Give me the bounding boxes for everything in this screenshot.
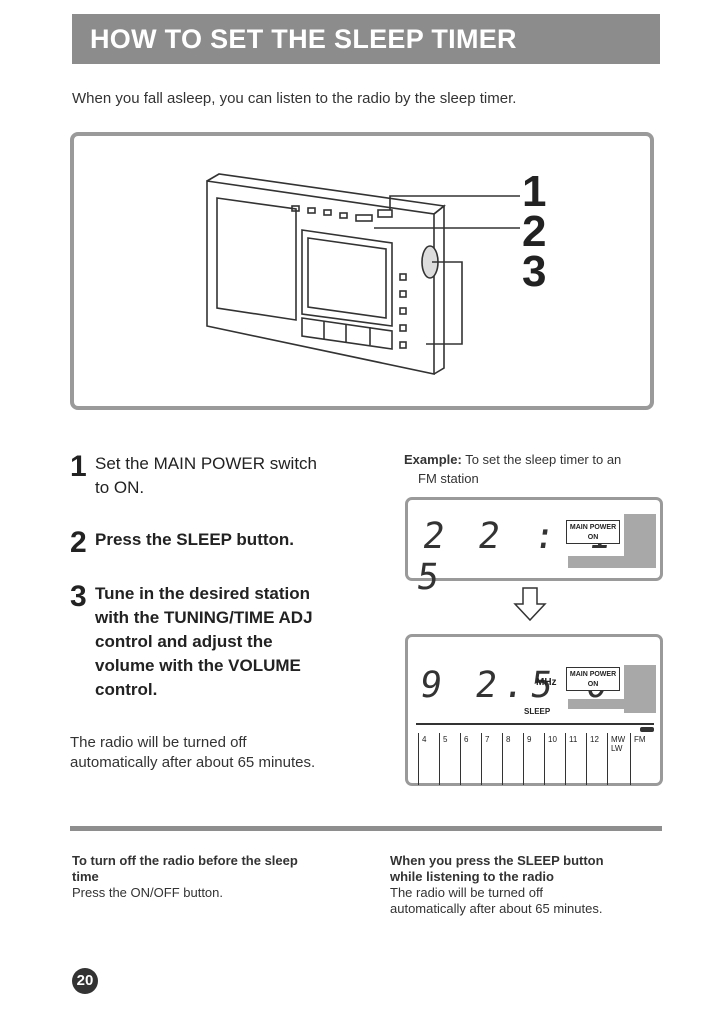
display-shade	[568, 699, 656, 709]
display-sleep-time: 2 2 : 1 5 MAIN POWER ON	[405, 497, 663, 598]
display-separator	[416, 723, 654, 725]
page-title: HOW TO SET THE SLEEP TIMER	[90, 24, 517, 54]
scale-mark: 11	[565, 733, 586, 785]
step-text: Press the SLEEP button.	[95, 530, 295, 549]
radio-drawing	[206, 173, 520, 375]
scale-mark: 9	[523, 733, 544, 785]
scale-mark: 6	[460, 733, 481, 785]
scale-mark: 8	[502, 733, 523, 785]
display-shade	[568, 556, 656, 568]
example-text: Example: To set the sleep timer to an FM…	[404, 452, 622, 486]
display-sleep-frequency: 9 2.5 0 MHz MAIN POWER ON SLEEP	[405, 634, 663, 786]
unit-label: MHz	[536, 677, 557, 688]
step-number: 1	[70, 450, 87, 483]
scale-mark: 4	[418, 733, 439, 785]
radio-illustration: 1 2 3	[70, 132, 654, 410]
section-divider	[70, 826, 662, 831]
step-number: 3	[70, 580, 87, 613]
step-number: 2	[70, 526, 87, 559]
scale-mark: FM	[630, 733, 656, 785]
callout-3: 3	[522, 247, 547, 296]
band-pointer	[640, 727, 654, 732]
scale-mark: 10	[544, 733, 565, 785]
scale-mark: 12	[586, 733, 607, 785]
page-number: 20	[72, 968, 98, 994]
footer-note-right: When you press the SLEEP button while li…	[390, 853, 604, 916]
example-label: Example:	[404, 452, 462, 467]
sleep-indicator: SLEEP	[524, 707, 551, 716]
main-power-indicator: MAIN POWER ON	[566, 667, 620, 691]
footer-note-left: To turn off the radio before the sleep t…	[72, 853, 298, 900]
intro-text: When you fall asleep, you can listen to …	[72, 90, 517, 107]
auto-off-note: The radio will be turned off automatical…	[70, 734, 316, 771]
scale-mark: 7	[481, 733, 502, 785]
scale-mark: 5	[439, 733, 460, 785]
scale-mark: MW LW	[607, 733, 629, 785]
step-text: Set the MAIN POWER switch to ON.	[95, 454, 317, 497]
callout-2: 2	[522, 207, 547, 256]
step-text: Tune in the desired station with the TUN…	[95, 584, 313, 699]
down-arrow-icon	[513, 587, 547, 622]
main-power-indicator: MAIN POWER ON	[566, 520, 620, 544]
title-banner: HOW TO SET THE SLEEP TIMER	[72, 14, 660, 64]
frequency-scale: 4 5 6 7 8 9 10 11 12 MW LW FM	[418, 733, 660, 785]
callout-1: 1	[522, 167, 547, 216]
